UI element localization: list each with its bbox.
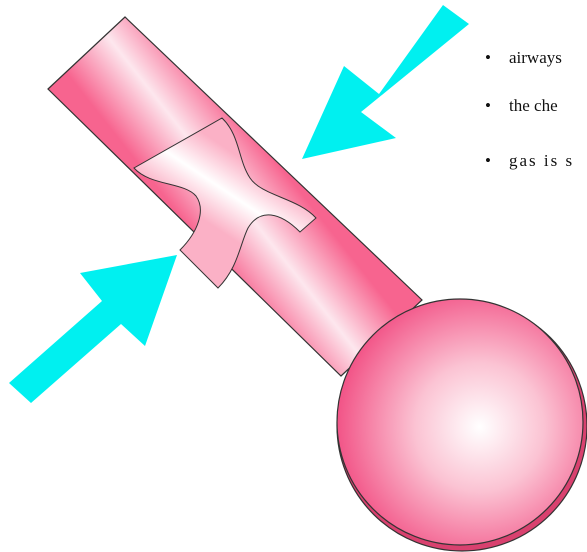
bullet-item-gas: gas is s [485, 151, 574, 171]
airway-tube [47, 16, 423, 377]
bullet-list: airways the che gas is s [485, 48, 574, 171]
arrow-up-right-icon [9, 255, 177, 403]
bullet-item-airways: airways [485, 48, 574, 68]
bullet-item-chest: the che [485, 96, 574, 116]
arrow-down-left-icon [302, 5, 469, 159]
airway-constriction [133, 117, 317, 289]
alveolus [336, 298, 587, 552]
